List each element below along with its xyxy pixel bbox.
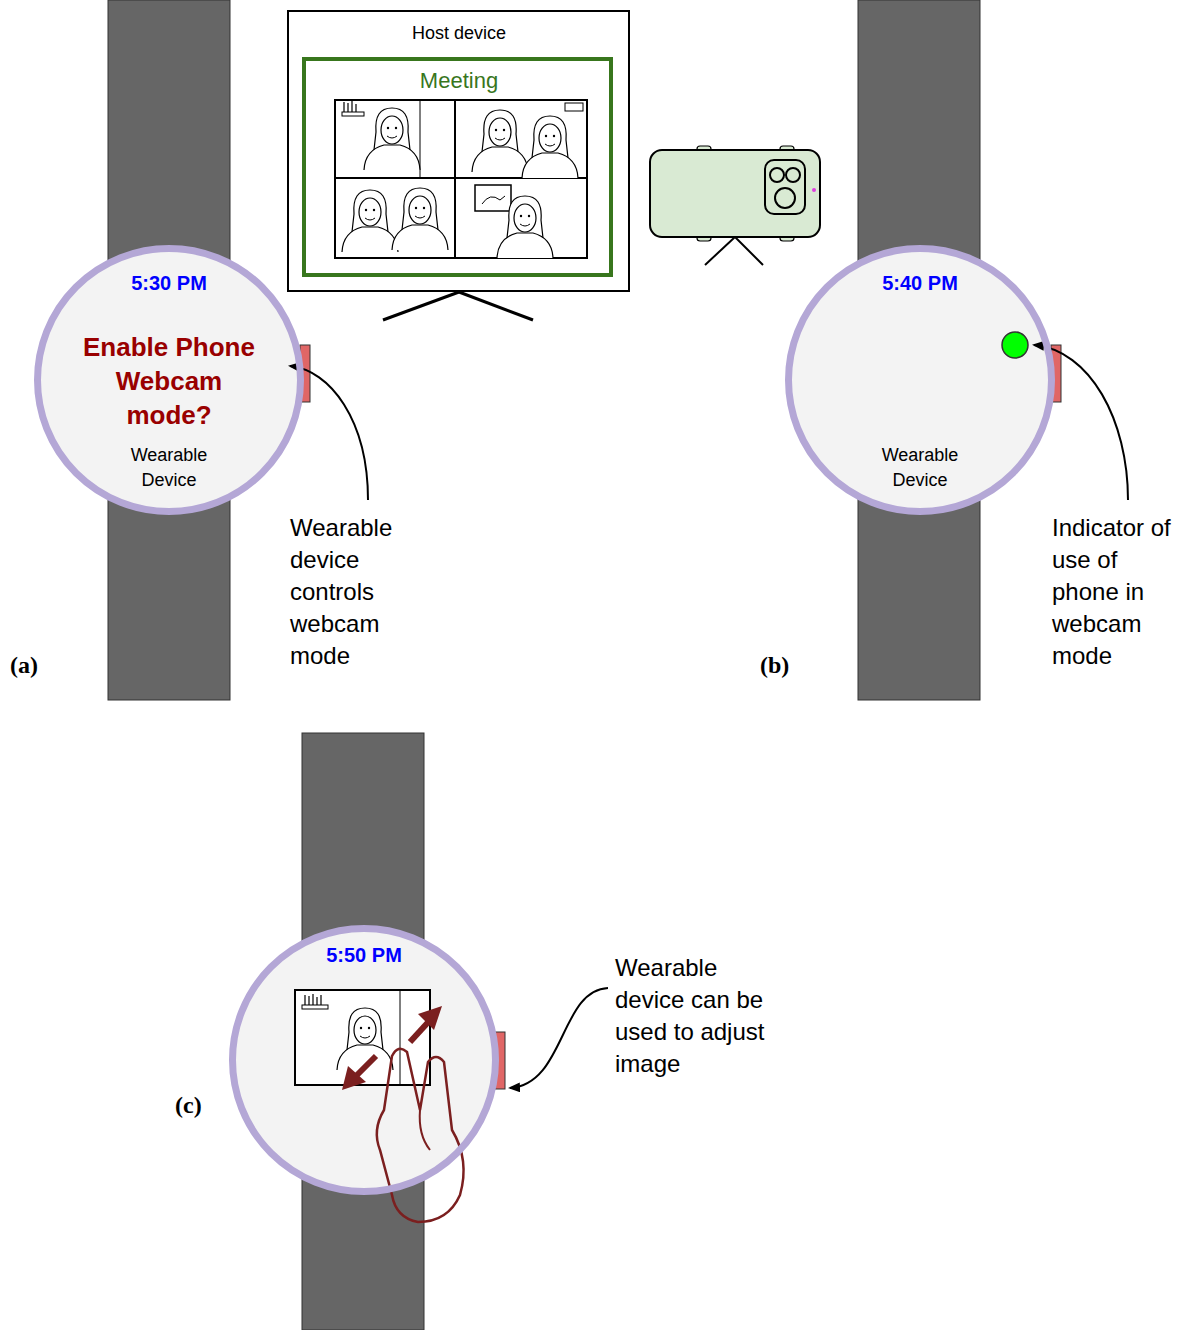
- watch-face: 5:30 PM Enable Phone Webcam mode? Wearable…: [34, 245, 304, 515]
- camera-block: [765, 160, 805, 214]
- preview-image: [295, 990, 430, 1085]
- panel-label: (c): [175, 1090, 235, 1120]
- person: [472, 110, 528, 172]
- panel-label: (b): [760, 650, 820, 680]
- person: [342, 190, 398, 252]
- device-label: Wearable Device: [863, 443, 978, 493]
- person: [522, 116, 578, 178]
- watch-face: [790, 250, 1050, 510]
- time-text: 5:40 PM: [835, 271, 1005, 295]
- lens: [770, 168, 784, 182]
- image-frame: [295, 990, 430, 1085]
- zoom-arrow-head: [418, 1006, 442, 1030]
- hand-outline: [377, 1049, 464, 1222]
- finger-line: [420, 1110, 430, 1150]
- callout-text: Wearable device controls webcam mode: [290, 512, 415, 672]
- lens: [786, 168, 800, 182]
- grid-frame: [335, 100, 587, 258]
- phone-webcam: [650, 146, 820, 265]
- prompt-text: Enable Phone Webcam mode?: [74, 330, 264, 432]
- stand-leg: [459, 292, 533, 320]
- callout-text: Indicator of use of phone in webcam mode: [1052, 512, 1187, 672]
- books: [344, 101, 356, 112]
- watch-face: 5:40 PM Wearable Device: [785, 245, 1055, 515]
- picture: [482, 196, 505, 204]
- shelf: [302, 1005, 328, 1009]
- person: [497, 196, 553, 258]
- box-title: Host device: [349, 22, 569, 44]
- leader-line: [510, 988, 608, 1088]
- tripod-leg: [705, 237, 735, 265]
- books: [305, 994, 321, 1005]
- video-grid: [335, 100, 587, 258]
- panel-label: (a): [10, 650, 70, 680]
- phone-body: [650, 150, 820, 237]
- frame: [565, 103, 583, 111]
- stand-leg: [383, 292, 459, 320]
- lens: [775, 188, 795, 208]
- time-text: 5:50 PM: [279, 943, 449, 967]
- device-label: Wearable Device: [112, 443, 227, 493]
- box-title: Meeting: [349, 68, 569, 94]
- person: [392, 188, 448, 250]
- wall-edge: [400, 990, 401, 1085]
- watch-face: [234, 930, 494, 1190]
- picture-frame: [475, 185, 511, 211]
- indicator-dot: [812, 188, 816, 192]
- webcam-indicator: [1002, 332, 1028, 358]
- zoom-arrow-head: [342, 1066, 366, 1090]
- shelf: [342, 112, 364, 116]
- person: [364, 108, 420, 170]
- tripod-leg: [735, 237, 763, 265]
- callout-text: Wearable device can be used to adjust im…: [615, 952, 775, 1080]
- host-device-box: Host deviceMeeting: [287, 10, 630, 292]
- watch-face: 5:50 PM: [229, 925, 499, 1195]
- watch-face: [39, 250, 299, 510]
- meeting-window: Meeting: [302, 57, 613, 277]
- person: [337, 1008, 393, 1070]
- time-text: 5:30 PM: [84, 271, 254, 295]
